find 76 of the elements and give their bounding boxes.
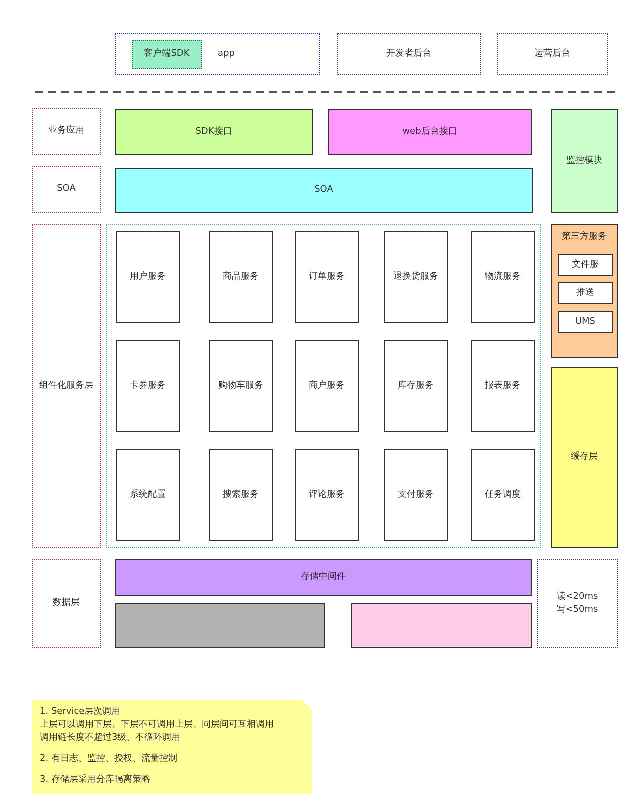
dotted-box — [337, 33, 481, 75]
node-label: 推送 — [576, 286, 594, 300]
node-label: 库存服务 — [398, 380, 434, 392]
node-label: 系统配置 — [130, 488, 166, 502]
service-box — [295, 231, 359, 323]
service-box — [295, 449, 359, 541]
node-label: 任务调度 — [485, 488, 521, 502]
service-box — [295, 340, 359, 432]
node-label: 商品服务 — [223, 270, 259, 284]
sticky-note — [32, 700, 312, 794]
layer-label-box — [32, 224, 101, 548]
node-label: 读<20ms 写<50ms — [556, 590, 600, 616]
node-label: 报表服务 — [485, 380, 521, 392]
cache-layer-box — [551, 367, 618, 548]
node-label: 商户服务 — [309, 380, 345, 392]
service-box — [471, 231, 535, 323]
node-label: UMS — [575, 316, 596, 328]
database-box — [115, 603, 325, 648]
layer-label-box — [32, 108, 101, 155]
node-label: app — [218, 48, 235, 60]
node-label: 搜索服务 — [223, 488, 259, 502]
third-party-panel — [551, 224, 618, 358]
dotted-box — [497, 33, 608, 75]
layer-label: 业务应用 — [48, 125, 84, 138]
node-label: 物流服务 — [485, 270, 521, 284]
node-label: SDK接口 — [196, 126, 232, 138]
service-box — [471, 340, 535, 432]
node-label: 退换货服务 — [394, 270, 438, 284]
service-box — [384, 231, 448, 323]
sdk-box — [132, 40, 202, 69]
service-box — [558, 282, 613, 304]
service-container — [106, 224, 541, 548]
layer-label-box — [32, 166, 101, 213]
note-text: 1. Service层次调用 — [40, 706, 121, 719]
service-box — [209, 340, 273, 432]
node-label: 购物车服务 — [218, 380, 264, 392]
node-label: 缓存层 — [571, 451, 598, 464]
middleware-bar — [115, 559, 532, 596]
service-box — [384, 449, 448, 541]
service-box — [116, 449, 180, 541]
service-box — [116, 231, 180, 323]
dotted-box — [537, 559, 618, 648]
node-label: web后台接口 — [402, 126, 458, 138]
layer-label: 组件化服务层 — [40, 380, 94, 392]
node-label: 监控模块 — [566, 154, 602, 168]
node-label: 运营后台 — [534, 48, 570, 60]
node-label: 第三方服务 — [562, 231, 607, 244]
interface-box — [328, 109, 532, 155]
module-box — [551, 109, 618, 213]
service-box — [471, 449, 535, 541]
note-text: 上层可以调用下层、下层不可调用上层、同层间可互相调用调用链长度不超过3级、不循环调用 — [40, 719, 275, 745]
node-label: 卡券服务 — [130, 380, 166, 392]
service-box — [558, 311, 613, 333]
node-label: 客户端SDK — [144, 48, 190, 61]
layer-label: SOA — [57, 183, 76, 196]
service-box — [209, 231, 273, 323]
node-label: 支付服务 — [398, 488, 434, 502]
service-box — [384, 340, 448, 432]
node-label: 评论服务 — [309, 488, 345, 502]
note-text: 3. 存储层采用分库隔离策略 — [40, 774, 150, 787]
layer-label-box — [32, 559, 101, 648]
database-box — [351, 603, 532, 648]
service-box — [116, 340, 180, 432]
layer-label: 数据层 — [53, 597, 80, 610]
node-label: 开发者后台 — [386, 48, 432, 60]
soa-bar — [115, 168, 533, 213]
interface-box — [115, 109, 313, 155]
node-label: 文件服 — [572, 258, 599, 272]
node-label: 订单服务 — [309, 270, 345, 284]
service-box — [558, 254, 613, 276]
node-label: 存储中间件 — [301, 571, 346, 584]
node-label: SOA — [314, 184, 334, 197]
node-label: 用户服务 — [130, 270, 166, 284]
note-text: 2. 有日志、监控、授权、流量控制 — [40, 753, 178, 766]
service-box — [209, 449, 273, 541]
app-group-box — [115, 33, 320, 75]
